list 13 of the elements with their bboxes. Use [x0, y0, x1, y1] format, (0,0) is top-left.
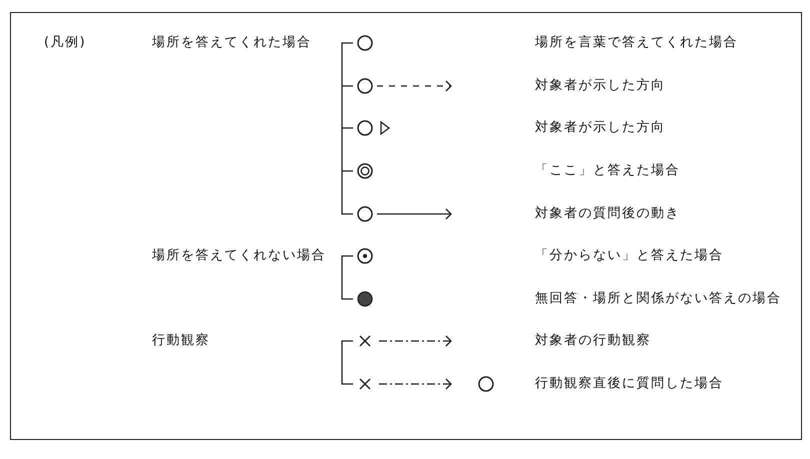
legend-heading: (凡例) — [44, 34, 86, 52]
legend-text: 対象者が示した方向 — [535, 119, 666, 137]
legend-text: 対象者の行動観察 — [535, 332, 651, 350]
legend-text: 無回答・場所と関係がない答えの場合 — [535, 290, 782, 308]
group-heading: 場所を答えてくれた場合 — [152, 34, 312, 52]
group-heading: 場所を答えてくれない場合 — [152, 247, 326, 265]
legend-text: 対象者が示した方向 — [535, 77, 666, 95]
group-heading: 行動観察 — [152, 332, 210, 350]
legend-text: 行動観察直後に質問した場合 — [535, 375, 724, 393]
legend-text: 場所を言葉で答えてくれた場合 — [535, 34, 738, 52]
legend-text: 「ここ」と答えた場合 — [535, 162, 680, 180]
legend-text: 対象者の質問後の動き — [535, 205, 680, 223]
legend-text: 「分からない」と答えた場合 — [535, 247, 724, 265]
